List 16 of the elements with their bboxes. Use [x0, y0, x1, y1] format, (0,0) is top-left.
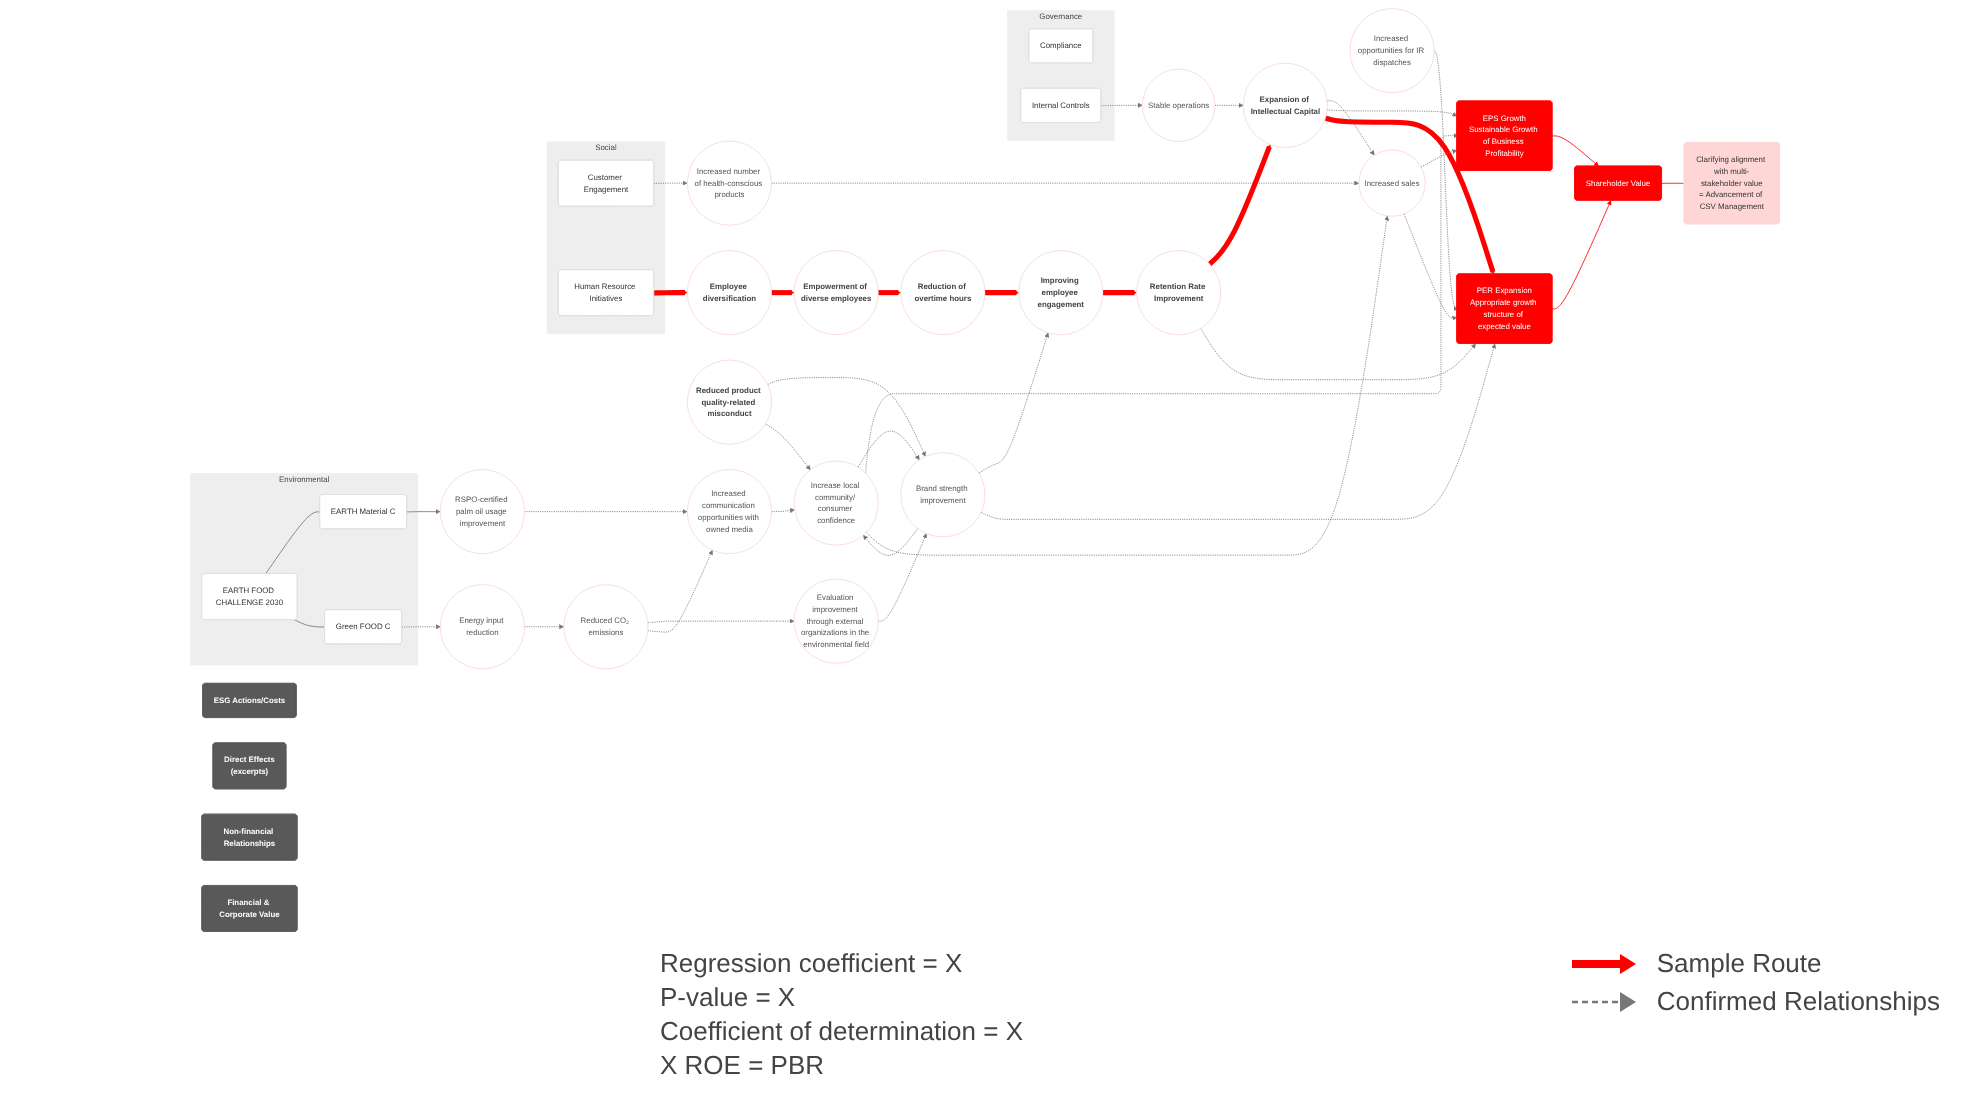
connector — [293, 619, 325, 628]
note-text: P-value = X — [660, 982, 798, 1012]
legend-text: Confirmed Relationships — [1656, 986, 1940, 1016]
note-text: Regression coefficient = X — [660, 948, 965, 978]
legend-text: Sample Route — [1656, 948, 1822, 978]
arrow — [1323, 115, 1495, 275]
note-text: X ROE = PBR — [660, 1050, 826, 1080]
arrow — [769, 290, 794, 296]
note-text: Coefficient of determination = X — [660, 1016, 1024, 1046]
arrow — [652, 290, 687, 296]
arrow — [1101, 290, 1136, 296]
connector — [1660, 182, 1684, 184]
arrow — [983, 290, 1018, 296]
arrow — [1206, 144, 1271, 266]
arrow — [876, 290, 900, 296]
connector — [264, 511, 320, 575]
